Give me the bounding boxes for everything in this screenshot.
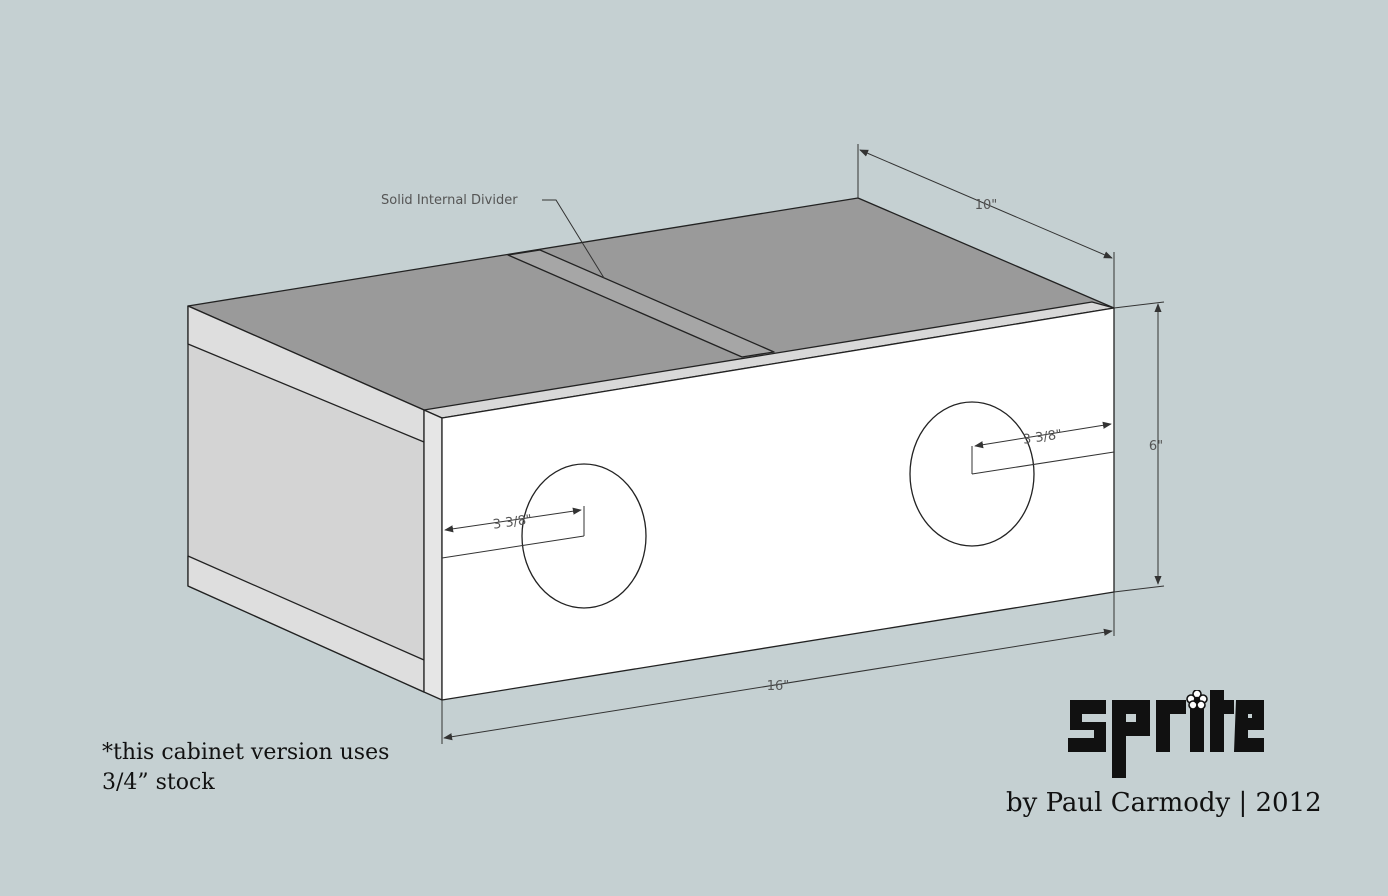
hole-offset-right-dimension <box>971 421 1115 475</box>
hole-offset-left-label: 3 3/8" <box>492 512 533 532</box>
stock-note-line-2: 3/4” stock <box>102 770 215 795</box>
height-label: 6" <box>1149 439 1163 454</box>
sprite-logo <box>1068 690 1264 778</box>
flower-icon <box>1186 690 1208 710</box>
height-dimension <box>1113 301 1165 593</box>
depth-label: 10" <box>975 198 998 213</box>
cabinet <box>187 197 1115 701</box>
front-left-edge <box>423 409 443 701</box>
driver-hole-right <box>909 401 1035 547</box>
stock-note: *this cabinet version uses 3/4” stock <box>102 738 389 798</box>
hole-offset-left-dimension <box>441 506 585 559</box>
driver-hole-left <box>521 463 647 609</box>
internal-divider-top <box>507 249 775 358</box>
stock-note-line-1: *this cabinet version uses <box>102 740 390 765</box>
width-dimension <box>441 592 1115 744</box>
depth-dimension <box>857 144 1115 308</box>
divider-leader <box>542 199 605 279</box>
hole-offset-right-label: 3 3/8" <box>1022 427 1063 447</box>
byline: by Paul Carmody | 2012 <box>1006 788 1322 818</box>
divider-label: Solid Internal Divider <box>381 193 518 208</box>
width-label: 16" <box>767 679 790 694</box>
